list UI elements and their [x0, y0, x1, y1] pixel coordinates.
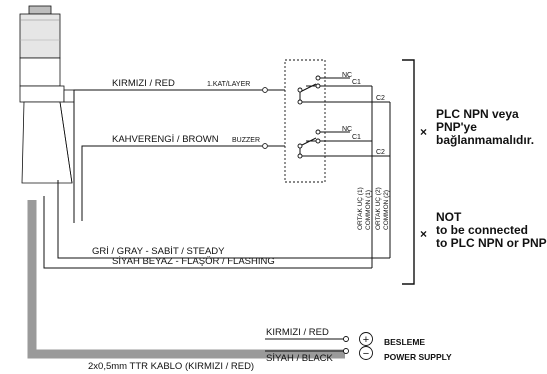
- wire-gray-label: GRİ / GRAY - SABİT / STEADY: [92, 246, 225, 257]
- common1-label-en: COMMON (1): [365, 190, 372, 230]
- supply-red-label: KIRMIZI / RED: [266, 327, 329, 338]
- wire-brown-label: KAHVERENGİ / BROWN: [112, 134, 219, 145]
- coil-terminal-layer: [262, 87, 268, 93]
- common1-label-tr: ORTAK UÇ (1): [357, 187, 364, 230]
- plus-symbol: [359, 332, 373, 346]
- wire-red: [73, 89, 262, 223]
- coil-terminal-buzzer: [262, 143, 268, 149]
- minus-symbol: [359, 346, 373, 360]
- relay1-nc-label: NC: [342, 72, 352, 79]
- signal-tower-lamp: [19, 5, 75, 184]
- supply-terminal-plus: [343, 336, 349, 342]
- cable-label: 2x0,5mm TTR KABLO (KIRMIZI / RED): [88, 361, 254, 372]
- layer-label: 1.KAT/LAYER: [207, 81, 250, 88]
- buzzer-label: BUZZER: [232, 137, 260, 144]
- common2-label-tr: ORTAK UÇ (2): [375, 187, 382, 230]
- note-tr-line1: PLC NPN veya: [436, 107, 519, 121]
- relay2-c1-label: C1: [352, 134, 361, 141]
- supply-black-label: SİYAH / BLACK: [266, 353, 334, 364]
- wire-black-white-label: SİYAH BEYAZ - FLAŞÖR / FLASHING: [112, 256, 275, 267]
- minus-sign: −: [363, 348, 369, 360]
- wire-gray: [57, 180, 390, 259]
- wire-brown: [81, 145, 262, 221]
- wire-black-white: [43, 196, 372, 269]
- relay1-c2-label: C2: [376, 95, 385, 102]
- relay2-nc-label: NC: [342, 126, 352, 133]
- warning-bracket: [402, 59, 415, 285]
- note-en-line3: to PLC NPN or PNP: [436, 236, 547, 250]
- note-tr-line3: bağlanmamalıdır.: [436, 133, 534, 147]
- relay1-c1-label: C1: [352, 79, 361, 86]
- supply-terminal-minus: [343, 348, 349, 354]
- supply-cable: [27, 200, 345, 359]
- wire-red-label: KIRMIZI / RED: [112, 78, 175, 89]
- note-en-mark: ×: [420, 227, 427, 241]
- common2-label-en: COMMON (2): [383, 190, 390, 230]
- note-en-line1: NOT: [436, 210, 462, 224]
- supply-title-en: POWER SUPPLY: [384, 352, 452, 362]
- note-tr-mark: ×: [420, 125, 427, 139]
- supply-title-tr: BESLEME: [384, 337, 425, 347]
- note-en-line2: to be connected: [436, 223, 528, 237]
- plus-sign: +: [363, 334, 369, 346]
- relay-box: [284, 59, 326, 183]
- note-tr-line2: PNP'ye: [436, 120, 477, 134]
- relay2-c2-label: C2: [376, 149, 385, 156]
